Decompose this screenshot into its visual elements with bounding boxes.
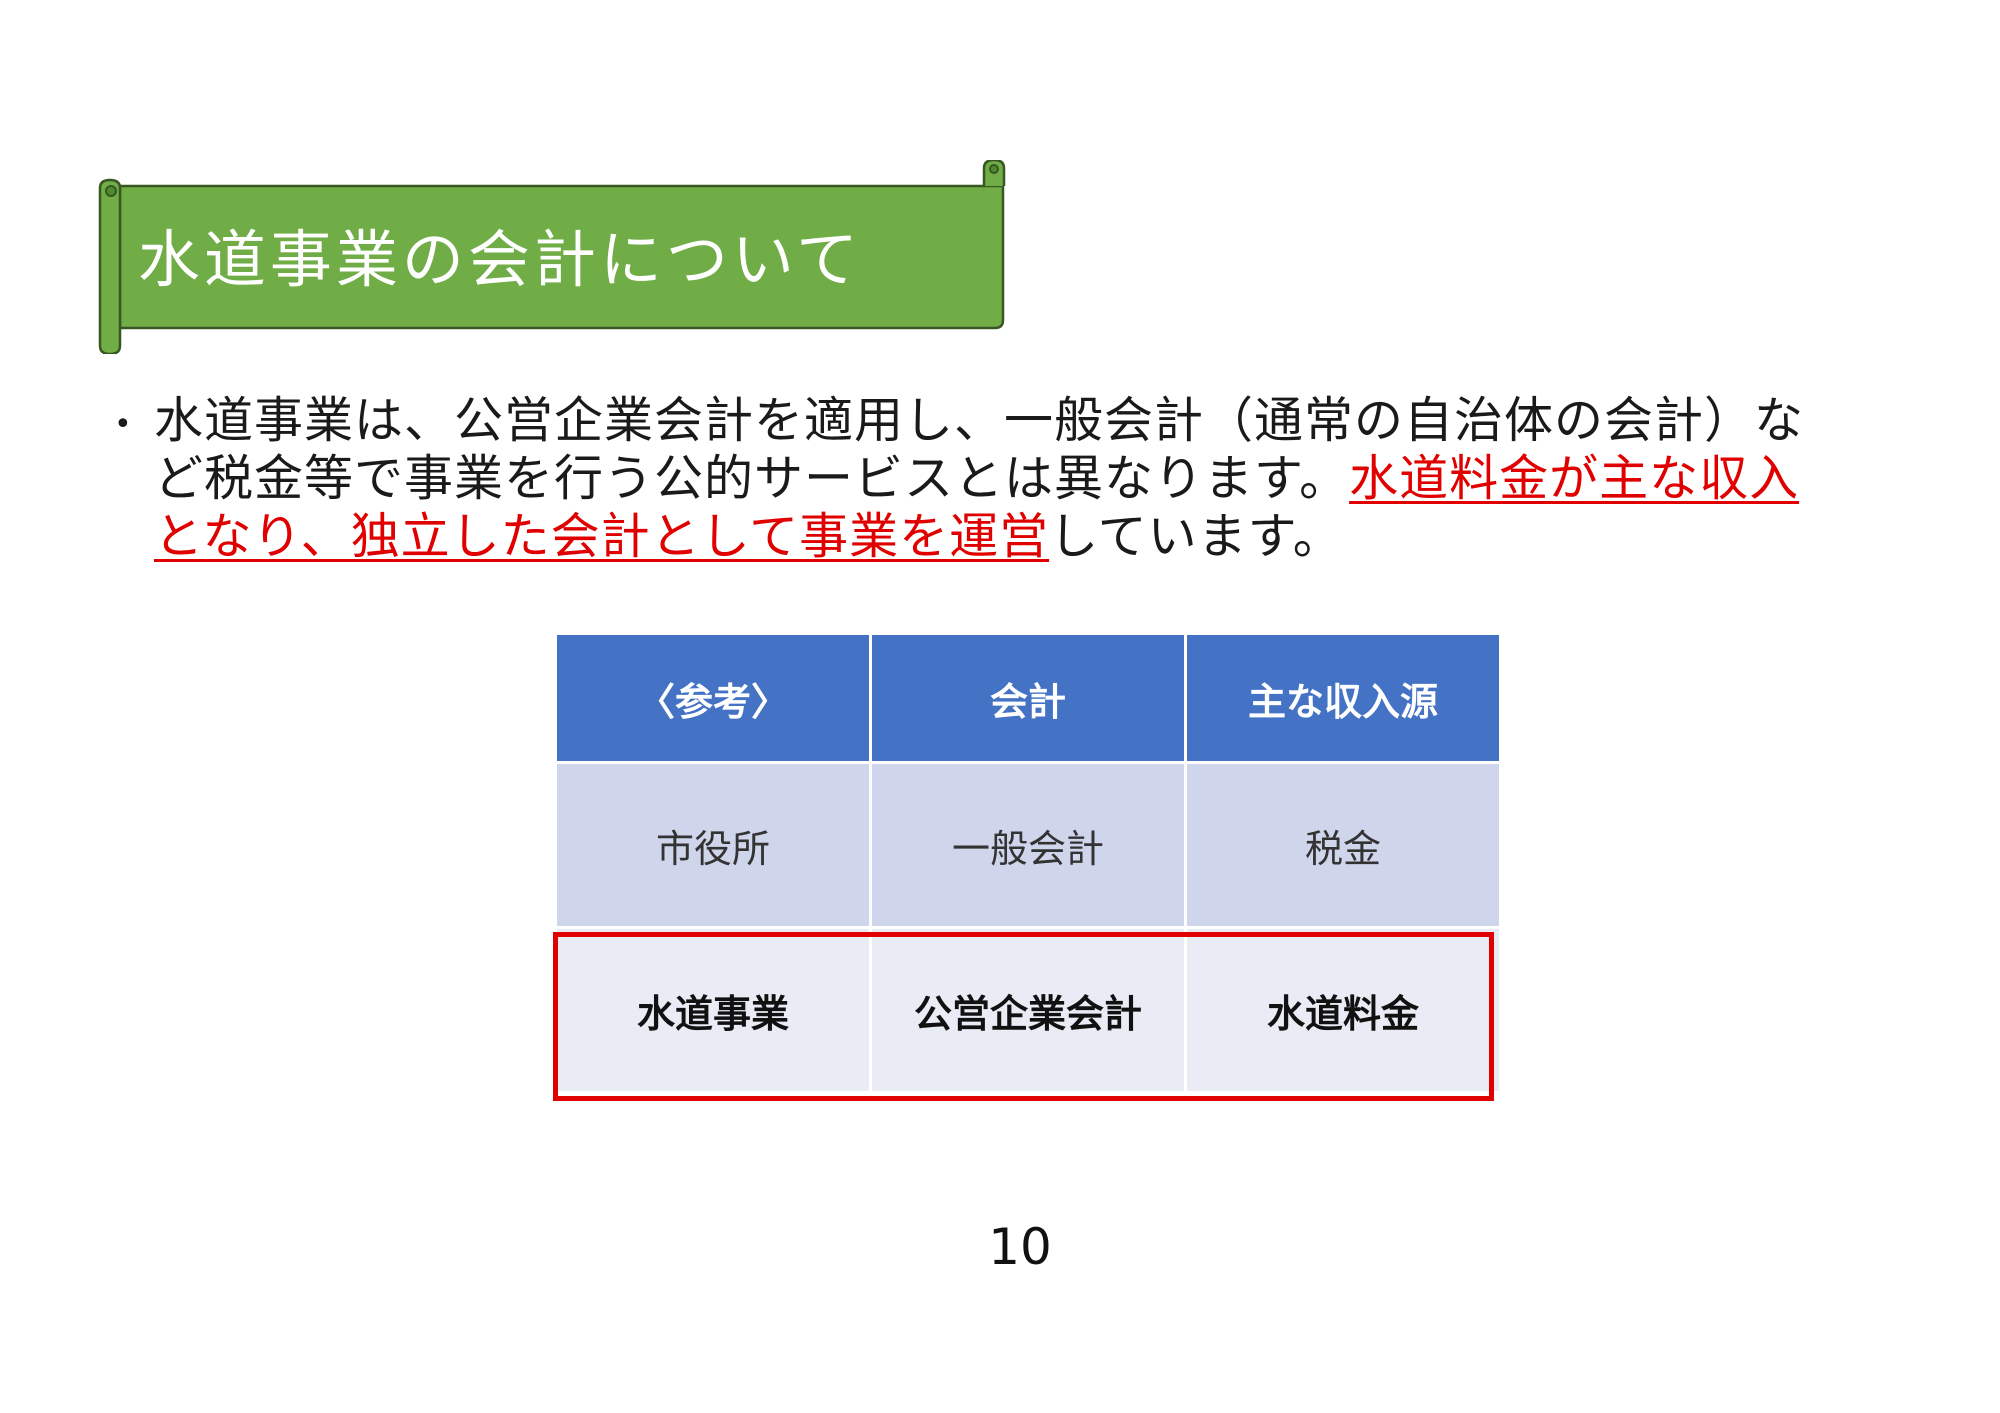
header-reference: 〈参考〉 — [554, 632, 872, 764]
table-cell: 市役所 — [554, 761, 872, 929]
reference-table: 〈参考〉 会計 主な収入源 市役所 一般会計 税金 水道事業 公営企業会計 水道… — [554, 632, 1502, 1094]
table-cell: 税金 — [1184, 761, 1502, 929]
table-cell: 水道事業 — [554, 926, 872, 1094]
bullet-text-part-2: しています。 — [1049, 508, 1343, 565]
table-cell: 一般会計 — [869, 761, 1187, 929]
table-row: 水道事業 公営企業会計 水道料金 — [554, 926, 1502, 1094]
slide-title: 水道事業の会計について — [137, 223, 863, 296]
title-banner — [98, 160, 1010, 354]
table-cell: 水道料金 — [1184, 926, 1502, 1094]
scroll-banner-icon — [98, 160, 1006, 354]
table-cell: 公営企業会計 — [869, 926, 1187, 1094]
bullet-text-part-1: 水道事業は、公営企業会計を適用し、一般会計（通常の自治体の会計）など税金等で事業… — [154, 392, 1805, 507]
page-number: 10 — [988, 1218, 1052, 1276]
table-row: 市役所 一般会計 税金 — [554, 761, 1502, 929]
bullet-text: 水道事業は、公営企業会計を適用し、一般会計（通常の自治体の会計）など税金等で事業… — [154, 392, 1804, 566]
header-accounting: 会計 — [869, 632, 1187, 764]
bullet-icon: • — [114, 407, 132, 442]
header-income-source: 主な収入源 — [1184, 632, 1502, 764]
bullet-text-highlight: 水道料金が主な収入となり、独立した会計として事業を運営 — [154, 450, 1800, 565]
table-header-row: 〈参考〉 会計 主な収入源 — [554, 632, 1502, 764]
